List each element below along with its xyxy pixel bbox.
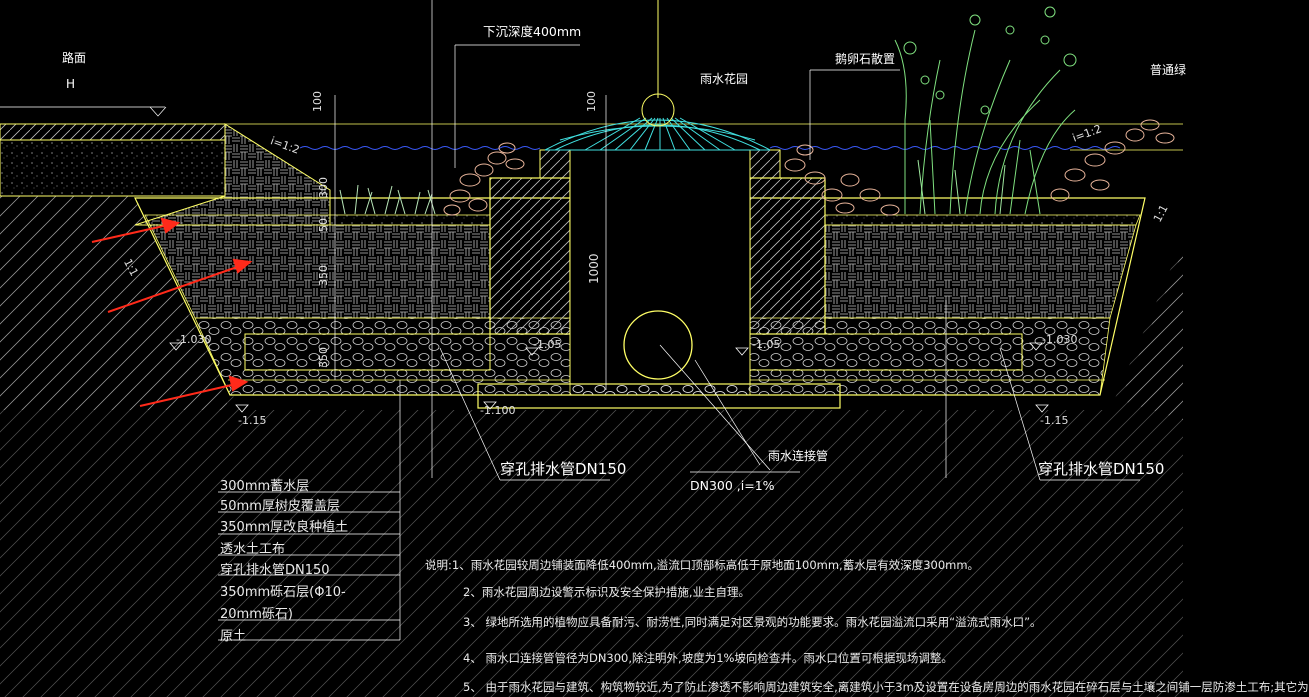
- note-2: 2、雨水花园周边设警示标识及安全保护措施,业主自理。: [463, 585, 750, 599]
- overflow-well: [477, 149, 841, 409]
- elev-right-1030: -1.030: [1042, 333, 1078, 346]
- elev-left-1030: -1.030: [176, 333, 212, 346]
- legend-item: 20mm砾石): [220, 607, 293, 622]
- note-4: 4、 雨水口连接管管径为DN300,除注明外,坡度为1%坡向检查井。雨水口位置可…: [463, 651, 953, 665]
- legend-item: 原土: [220, 629, 247, 644]
- elev-left-105: -1.05: [533, 338, 562, 351]
- plants: [339, 6, 1077, 215]
- rain-garden-label: 雨水花园: [700, 72, 749, 86]
- dim-100-left: 100: [311, 91, 324, 112]
- dn300-label: DN300 ,i=1%: [690, 478, 775, 493]
- original-soil: [0, 196, 1183, 697]
- pebbles: [443, 119, 1175, 216]
- note-3: 3、 绿地所选用的植物应具备耐污、耐涝性,同时满足对区景观的功能要求。雨水花园溢…: [463, 615, 1042, 629]
- grate-dome-icon: [544, 117, 771, 151]
- elev-left-115: -1.15: [238, 414, 267, 427]
- dim-350-bottom: 350: [317, 347, 330, 368]
- legend-lines: [218, 491, 400, 641]
- normal-green-label: 普通绿: [1150, 63, 1187, 77]
- red-arrows: [91, 217, 253, 407]
- cad-drawing: [0, 0, 1183, 697]
- dim-350-top: 350: [317, 265, 330, 286]
- dim-100-center: 100: [585, 91, 598, 112]
- legend-item: 350mm厚改良种植土: [220, 520, 349, 535]
- legend-item: 50mm厚树皮覆盖层: [220, 499, 340, 514]
- dim-50: 50: [317, 218, 330, 232]
- legend-item: 350mm砾石层(Φ10-: [220, 585, 346, 600]
- elevation-markers: [169, 342, 1049, 413]
- legend-item: 穿孔排水管DN150: [220, 563, 330, 578]
- sink-depth-label: 下沉深度400mm: [483, 24, 582, 39]
- note-5: 5、 由于雨水花园与建筑、构筑物较近,为了防止渗透不影响周边建筑安全,离建筑小于…: [463, 680, 1309, 694]
- dim-300: 300: [317, 177, 330, 198]
- road-label: 路面: [62, 51, 87, 65]
- leader-lines: [0, 0, 1140, 640]
- elev-1100: -1.100: [480, 404, 516, 417]
- pebble-label: 鹅卵石散置: [835, 52, 896, 66]
- perf-pipe-left-label: 穿孔排水管DN150: [500, 460, 627, 478]
- elev-right-105: -1.05: [752, 338, 781, 351]
- legend-item: 300mm蓄水层: [220, 479, 310, 494]
- inlet-circle-icon: [641, 0, 675, 127]
- dim-1000: 1000: [587, 253, 601, 284]
- elev-right-115: -1.15: [1040, 414, 1069, 427]
- perf-pipe-right-label: 穿孔排水管DN150: [1038, 460, 1165, 478]
- note-1: 说明:1、雨水花园较周边铺装面降低400mm,溢流口顶部标高低于原地面100mm…: [425, 558, 980, 572]
- road-section: [0, 123, 331, 226]
- rain-connect-label: 雨水连接管: [768, 449, 829, 463]
- road-h-label: H: [66, 77, 76, 91]
- legend-item: 透水土工布: [220, 542, 286, 557]
